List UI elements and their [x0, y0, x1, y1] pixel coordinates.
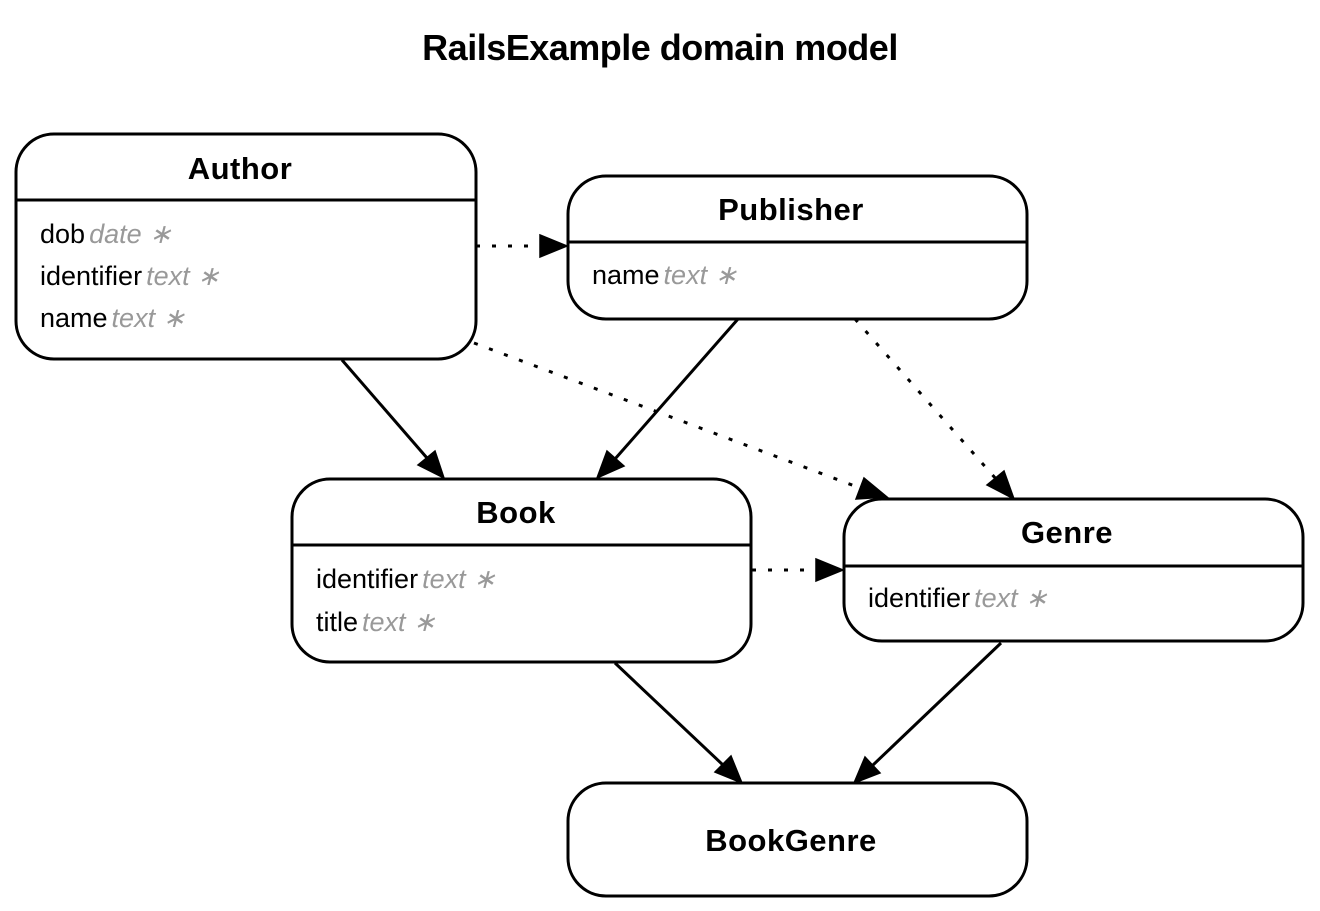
- entity-publisher[interactable]: Publisher name text ∗: [566, 174, 1029, 321]
- attribute-name: identifier: [316, 564, 418, 594]
- attribute-row: identifier text ∗: [868, 583, 1048, 613]
- attribute-name: name: [592, 260, 660, 290]
- edge-book-genre: [752, 557, 845, 583]
- attribute-row: dob date ∗: [40, 219, 172, 249]
- diagram-title: RailsExample domain model: [422, 27, 898, 68]
- attribute-row: name text ∗: [592, 260, 738, 290]
- entity-bookgenre[interactable]: BookGenre: [566, 781, 1029, 898]
- entity-name: BookGenre: [705, 823, 877, 858]
- edge-author-publisher: [476, 233, 569, 259]
- edge-genre-bookgenre: [852, 641, 1003, 785]
- attribute-type: text ∗: [422, 564, 496, 594]
- attribute-row: name text ∗: [40, 303, 186, 333]
- attribute-type: date ∗: [89, 219, 172, 249]
- attribute-type: text ∗: [146, 261, 220, 291]
- entity-author[interactable]: Author dob date ∗ identifier text ∗ name…: [14, 132, 478, 361]
- relationship-edges: [340, 233, 1016, 785]
- entity-name: Book: [476, 495, 556, 530]
- attribute-type: text ∗: [362, 607, 436, 637]
- entity-name: Publisher: [718, 192, 864, 227]
- attribute-name: dob: [40, 219, 85, 249]
- entity-book[interactable]: Book identifier text ∗ title text ∗: [290, 477, 753, 664]
- attribute-row: identifier text ∗: [40, 261, 220, 291]
- edge-publisher-book: [595, 318, 740, 480]
- edge-publisher-genre: [853, 318, 1016, 501]
- edge-author-genre: [473, 341, 889, 500]
- attribute-name: title: [316, 607, 358, 637]
- entity-name: Genre: [1021, 515, 1113, 550]
- attribute-type: text ∗: [664, 260, 738, 290]
- attribute-row: identifier text ∗: [316, 564, 496, 594]
- attribute-type: text ∗: [112, 303, 186, 333]
- edge-book-bookgenre: [613, 661, 744, 785]
- edge-author-book: [340, 359, 446, 480]
- attribute-name: identifier: [868, 583, 970, 613]
- entity-name: Author: [188, 151, 293, 186]
- entity-genre[interactable]: Genre identifier text ∗: [842, 497, 1305, 643]
- attribute-type: text ∗: [974, 583, 1048, 613]
- attribute-name: name: [40, 303, 108, 333]
- attribute-name: identifier: [40, 261, 142, 291]
- attribute-row: title text ∗: [316, 607, 436, 637]
